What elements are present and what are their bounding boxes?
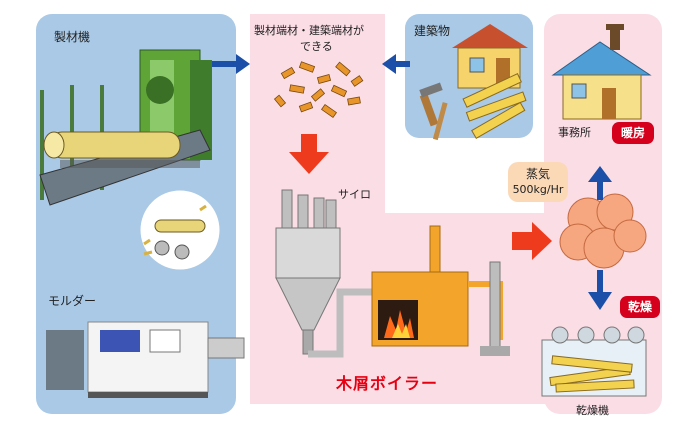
label-moulder: モルダー bbox=[48, 294, 97, 308]
arrow-boiler-to-steam bbox=[512, 222, 552, 260]
arrow-chips-to-silo bbox=[289, 134, 329, 174]
arrow-steam-to-dryer bbox=[588, 270, 612, 310]
sawmill-machine-illustration bbox=[39, 49, 212, 206]
label-sawmill: 製材機 bbox=[54, 30, 91, 44]
label-dryer: 乾燥機 bbox=[576, 404, 609, 417]
arrow-sawmill-to-chips bbox=[212, 54, 250, 74]
silo-illustration bbox=[275, 189, 341, 355]
boiler-illustration bbox=[371, 225, 510, 356]
label-offcuts-line1: 製材端材・建築端材が bbox=[254, 24, 364, 37]
label-building: 建築物 bbox=[414, 24, 451, 38]
lumber-illustration bbox=[462, 73, 527, 140]
office-building-illustration bbox=[551, 24, 652, 120]
label-offcuts-line2: できる bbox=[300, 40, 333, 53]
steam-rate: 500kg/Hr bbox=[512, 183, 564, 196]
moulder-illustration bbox=[46, 321, 245, 398]
wood-chips-illustration bbox=[273, 61, 364, 119]
arrow-building-to-chips bbox=[382, 54, 410, 74]
hammer-chisel-illustration bbox=[419, 82, 448, 141]
boiler-title: 木屑ボイラー bbox=[336, 374, 439, 393]
steam-label: 蒸気 bbox=[525, 167, 550, 181]
arrow-steam-to-office bbox=[588, 166, 612, 200]
badge-drying: 乾燥 bbox=[620, 296, 660, 318]
dryer-illustration bbox=[541, 326, 647, 397]
steam-cloud-illustration bbox=[559, 193, 647, 269]
badge-heating: 暖房 bbox=[612, 122, 654, 144]
steam-tag: 蒸気 500kg/Hr bbox=[508, 162, 568, 202]
pipe-silo-to-boiler bbox=[308, 288, 372, 358]
label-silo: サイロ bbox=[338, 188, 371, 201]
label-office: 事務所 bbox=[558, 126, 591, 139]
sawdust-closeup-illustration bbox=[139, 189, 221, 271]
